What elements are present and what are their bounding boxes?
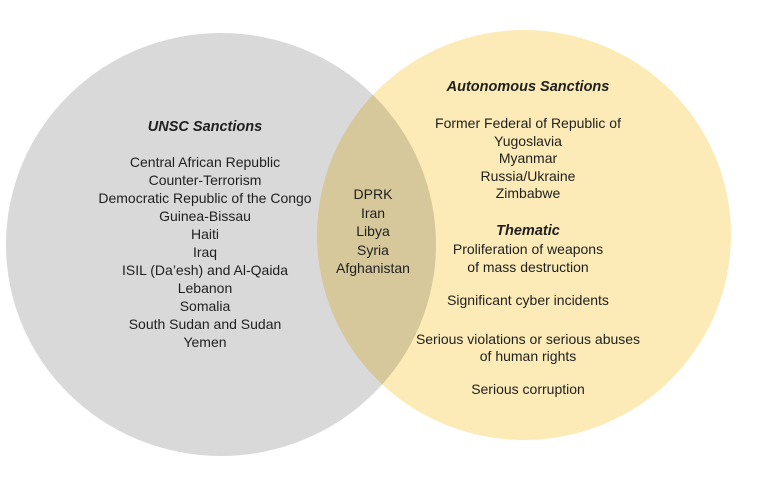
list-item: Myanmar [498, 150, 558, 166]
intersection-list: DPRK Iran Libya Syria Afghanistan [313, 185, 433, 278]
autonomous-country-list: Former Federal of Republic of Yugoslavia… [398, 115, 658, 203]
thematic-title: Thematic [496, 222, 560, 239]
unsc-sanctions-list: Central African Republic Counter-Terrori… [55, 153, 355, 351]
list-item: Counter-Terrorism [148, 172, 262, 188]
list-item: Afghanistan [336, 260, 410, 276]
autonomous-sanctions-title: Autonomous Sanctions [446, 79, 610, 95]
thematic-item: Significant cyber incidents [447, 292, 609, 308]
list-item: Yemen [183, 334, 227, 350]
list-item: Zimbabwe [495, 185, 561, 201]
thematic-item: Serious corruption [471, 380, 585, 397]
list-item: Central African Republic [129, 154, 281, 170]
autonomous-sanctions-circle [317, 30, 731, 440]
list-item: Iraq [192, 244, 218, 260]
list-item: South Sudan and Sudan [128, 316, 282, 332]
autonomous-sanctions-content: Former Federal of Republic of Yugoslavia… [398, 115, 658, 398]
list-item: Democratic Republic of the Congo [98, 190, 312, 206]
list-item: Former Federal of Republic of Yugoslavia [435, 115, 621, 149]
thematic-item: Serious violations or serious abuses of … [415, 330, 641, 365]
list-item: Libya [356, 223, 390, 239]
thematic-item: Proliferation of weapons of mass destruc… [452, 241, 604, 275]
list-item: Somalia [179, 298, 231, 314]
list-item: Guinea-Bissau [159, 208, 251, 224]
unsc-sanctions-title: UNSC Sanctions [147, 119, 263, 135]
list-item: Russia/Ukraine [480, 167, 576, 184]
list-item: Iran [360, 204, 386, 221]
list-item: ISIL (Da’esh) and Al-Qaida [121, 262, 288, 278]
list-item: Lebanon [177, 280, 233, 296]
list-item: Haiti [190, 226, 219, 242]
list-item: DPRK [353, 186, 393, 202]
list-item: Syria [357, 241, 389, 258]
